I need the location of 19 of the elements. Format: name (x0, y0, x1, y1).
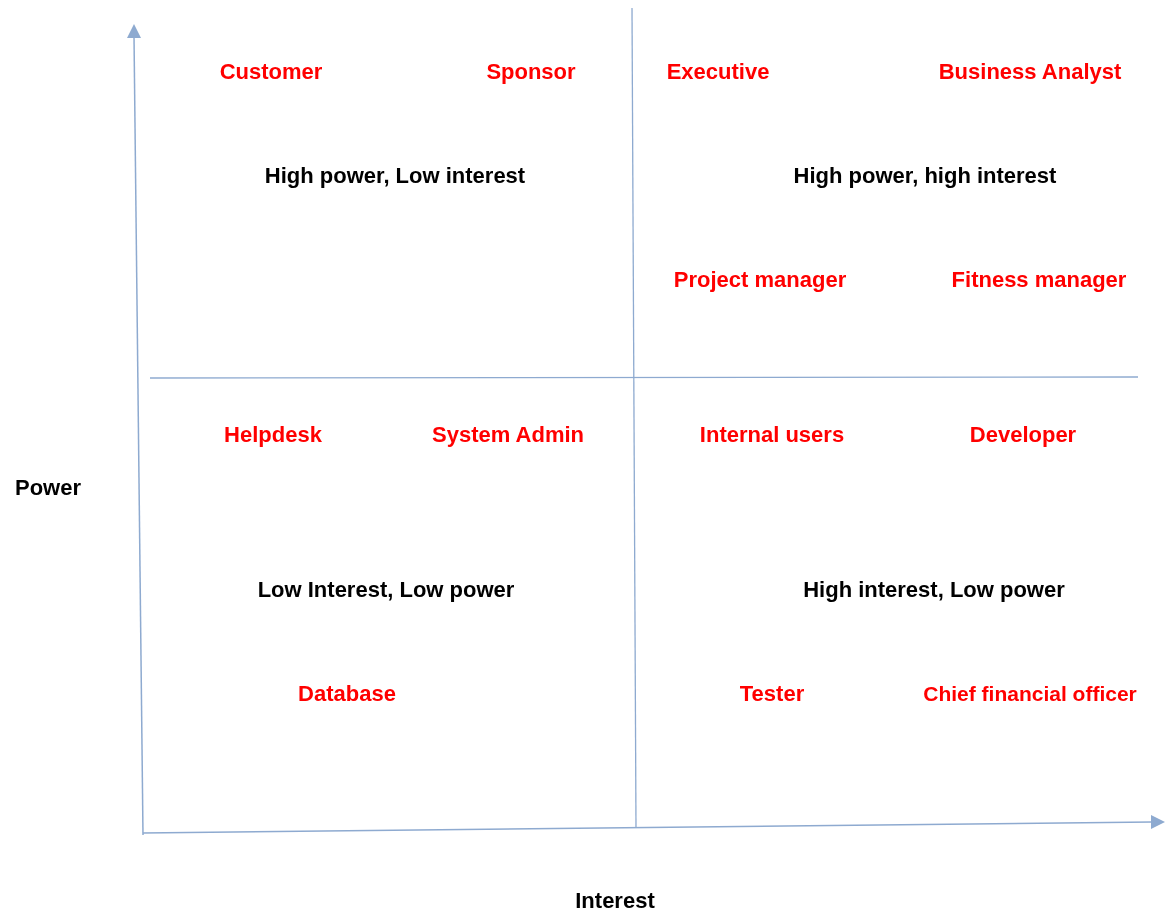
quadrant-label: Low Interest, Low power (257, 577, 515, 603)
quadrant-label: High power, high interest (793, 163, 1057, 189)
stakeholder-label: Executive (666, 59, 770, 85)
stakeholder-label: Customer (219, 59, 323, 85)
quadrant-label: High interest, Low power (803, 577, 1065, 603)
axis-label: Interest (575, 888, 655, 913)
stakeholder-label: Developer (969, 422, 1077, 448)
stakeholder-label: Internal users (699, 422, 845, 448)
stakeholder-label: Sponsor (486, 59, 576, 85)
stakeholder-label: Database (298, 681, 396, 707)
stakeholder-label: Chief financial officer (923, 682, 1137, 706)
axis-label: Power (15, 475, 81, 501)
stakeholder-label: System Admin (432, 422, 584, 448)
stakeholder-label: Project manager (673, 267, 847, 293)
stakeholder-label: Helpdesk (224, 422, 322, 448)
stakeholder-label: Tester (739, 681, 805, 707)
stakeholder-label: Business Analyst (938, 59, 1122, 85)
quadrant-label: High power, Low interest (264, 163, 526, 189)
stakeholder-label: Fitness manager (951, 267, 1127, 293)
